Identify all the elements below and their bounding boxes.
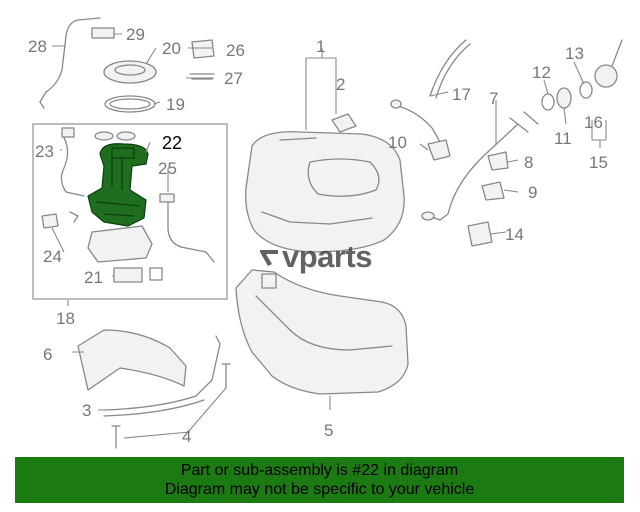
part-23-harness [60, 133, 85, 197]
callout-4: 4 [182, 427, 191, 446]
part-29-clip [91, 27, 115, 39]
callout-9: 9 [528, 183, 537, 202]
part-9-bracket [481, 181, 505, 201]
part-12-ring [541, 93, 555, 111]
callout-16: 16 [584, 113, 603, 132]
callout-20: 20 [162, 39, 181, 58]
parts-diagram: 1 2 3 4 5 6 7 8 9 10 11 12 13 14 15 16 1… [28, 17, 623, 449]
part-26-bracket [191, 39, 215, 59]
callout-13: 13 [565, 44, 584, 63]
part-13-ring [579, 81, 593, 99]
part-8-bracket [487, 151, 509, 171]
banner-line-1: Part or sub-assembly is #22 in diagram [180, 462, 459, 479]
callout-17: 17 [452, 85, 471, 104]
info-banner: Part or sub-assembly is #22 in diagram D… [15, 457, 624, 503]
part-28-fuel-line [39, 17, 101, 109]
part-3-strap [103, 335, 221, 411]
part-2-valve [331, 113, 357, 133]
part-4-bolt [111, 363, 231, 449]
callout-14: 14 [505, 225, 524, 244]
watermark-logo: vparts [258, 239, 373, 274]
banner-line-2: Diagram may not be specific to your vehi… [164, 481, 475, 498]
callout-2: 2 [336, 75, 345, 94]
callout-10: 10 [388, 133, 407, 152]
part-16-cap [594, 64, 618, 88]
callout-5: 5 [324, 421, 333, 440]
part-27-clip [189, 73, 215, 80]
fuel-tank [245, 131, 405, 253]
part-22-fuel-pump-module[interactable] [87, 143, 149, 227]
part-11-ring [556, 87, 572, 109]
callout-12: 12 [532, 63, 551, 82]
part-7-filler-neck [423, 123, 519, 221]
callout-29: 29 [126, 25, 145, 44]
callout-27: 27 [224, 69, 243, 88]
pump-assembly-frame [32, 123, 228, 300]
callout-26: 26 [226, 41, 245, 60]
callout-18: 18 [56, 309, 75, 328]
part-25-sender [167, 195, 215, 263]
callout-24: 24 [43, 247, 62, 266]
vparts-logo-mark [258, 246, 280, 268]
callout-19: 19 [166, 95, 185, 114]
callout-21: 21 [84, 268, 103, 287]
callout-8: 8 [524, 153, 533, 172]
part-21-pump [113, 267, 143, 283]
callout-28: 28 [28, 37, 47, 56]
callout-7: 7 [489, 89, 498, 108]
part-5-skid-plate [235, 269, 409, 395]
callout-6: 6 [43, 345, 52, 364]
callout-11: 11 [554, 129, 572, 148]
callout-1: 1 [316, 37, 325, 56]
callout-23: 23 [35, 142, 54, 161]
part-10-valve [427, 139, 451, 161]
callout-15: 15 [589, 153, 608, 172]
watermark-text: vparts [282, 239, 373, 274]
reservoir-bucket [87, 225, 153, 263]
callout-22: 22 [162, 133, 182, 153]
callout-25: 25 [158, 159, 177, 178]
part-17-vent-hose [397, 39, 471, 143]
part-24-filter [41, 213, 59, 229]
part-6-shield [77, 329, 187, 391]
part-14-clamp [467, 221, 493, 247]
part-20-ring [103, 60, 157, 84]
callout-3: 3 [82, 401, 91, 420]
